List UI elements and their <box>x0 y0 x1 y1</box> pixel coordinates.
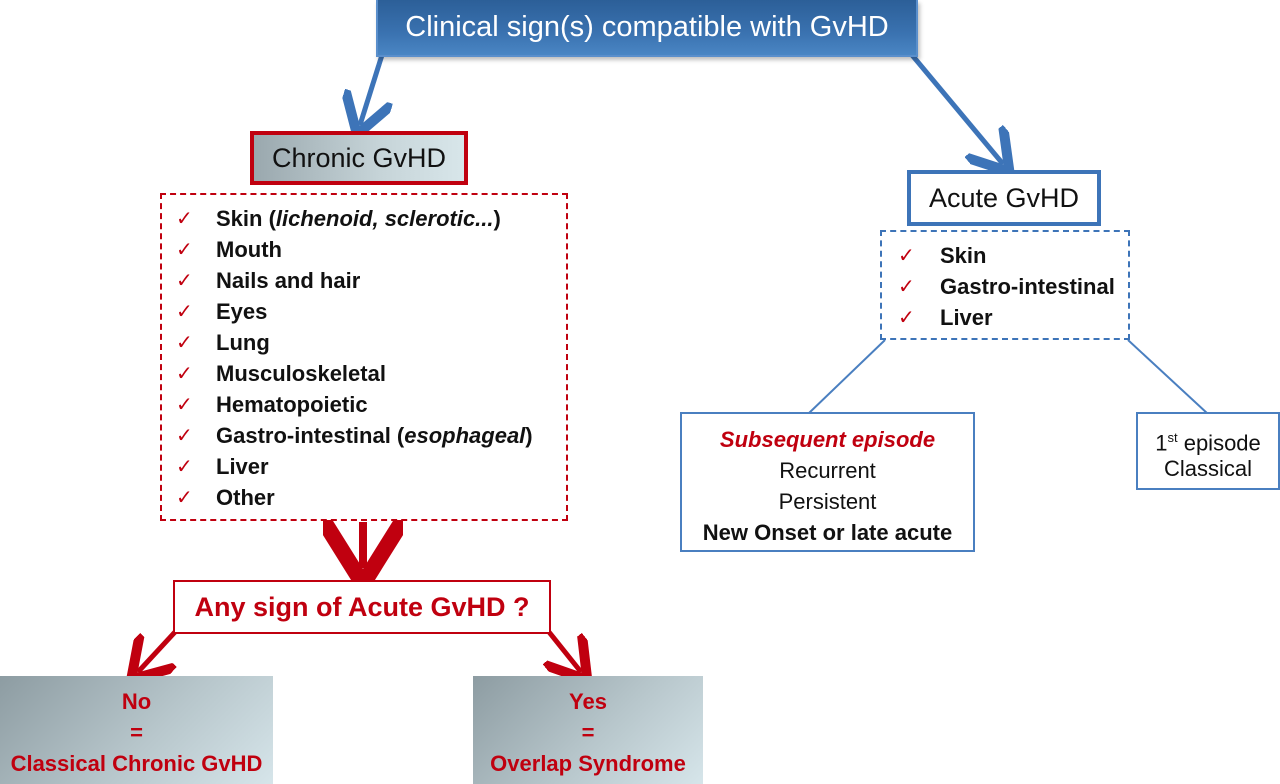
check-icon: ✓ <box>176 301 193 323</box>
check-icon: ✓ <box>176 425 193 447</box>
subsequent-line: Persistent <box>778 489 877 514</box>
first-episode-node: 1st episode Classical <box>1136 412 1280 490</box>
subsequent-line: New Onset or late acute <box>702 520 953 545</box>
check-icon: ✓ <box>176 456 193 478</box>
arrow-root-to-acute <box>910 53 1003 164</box>
question-label: Any sign of Acute GvHD ? <box>194 591 530 622</box>
check-icon: ✓ <box>176 270 193 292</box>
chronic-label: Chronic GvHD <box>271 142 447 173</box>
check-icon: ✓ <box>176 332 193 354</box>
subsequent-episode-node: Subsequent episode Recurrent Persistent … <box>680 412 975 552</box>
equals-label: = <box>581 720 595 745</box>
list-item: ✓Nails and hair <box>176 267 361 293</box>
equals-label: = <box>130 720 143 745</box>
root-label: Clinical sign(s) compatible with GvHD <box>405 11 889 43</box>
check-icon: ✓ <box>898 245 915 267</box>
chronic-gvhd-node: Chronic GvHD <box>250 131 468 185</box>
first-episode-classical: Classical <box>1163 456 1253 481</box>
list-item: ✓Musculoskeletal <box>176 360 386 386</box>
arrow-root-to-chronic <box>360 54 382 125</box>
check-icon: ✓ <box>176 239 193 261</box>
no-result-node: No = Classical Chronic GvHD <box>0 676 273 784</box>
list-item: ✓Liver <box>176 453 269 479</box>
list-item: ✓Skin <box>898 242 987 268</box>
acute-signs-list: ✓Skin ✓Gastro-intestinal ✓Liver <box>880 230 1130 340</box>
line-acute-to-first <box>1127 339 1209 415</box>
list-item: ✓Hematopoietic <box>176 391 368 417</box>
list-item: ✓Skin (lichenoid, sclerotic...) <box>176 205 501 231</box>
list-item: ✓Eyes <box>176 298 268 324</box>
check-icon: ✓ <box>898 307 915 329</box>
acute-label: Acute GvHD <box>928 182 1080 213</box>
check-icon: ✓ <box>898 276 915 298</box>
list-item: ✓Mouth <box>176 236 282 262</box>
subsequent-title: Subsequent episode <box>719 427 936 452</box>
list-item: ✓Lung <box>176 329 270 355</box>
no-label: No <box>121 689 152 714</box>
line-acute-to-subsequent <box>807 339 886 415</box>
first-episode-line: 1st episode <box>1155 430 1261 456</box>
check-icon: ✓ <box>176 208 193 230</box>
list-item: ✓Other <box>176 484 275 510</box>
subsequent-line: Recurrent <box>779 458 876 483</box>
check-icon: ✓ <box>176 394 193 416</box>
arrow-question-to-yes <box>549 630 581 672</box>
list-item: ✓Liver <box>898 304 993 330</box>
acute-gvhd-node: Acute GvHD <box>907 170 1101 226</box>
yes-label: Yes <box>569 689 607 714</box>
chronic-signs-list: ✓Skin (lichenoid, sclerotic...) ✓Mouth ✓… <box>160 193 568 521</box>
yes-result-node: Yes = Overlap Syndrome <box>473 676 703 784</box>
arrow-question-to-no <box>138 630 177 672</box>
question-node: Any sign of Acute GvHD ? <box>173 580 551 634</box>
classical-chronic-label: Classical Chronic GvHD <box>10 751 263 776</box>
check-icon: ✓ <box>176 363 193 385</box>
list-item: ✓Gastro-intestinal <box>898 273 1115 299</box>
overlap-syndrome-label: Overlap Syndrome <box>490 751 686 776</box>
list-item: ✓Gastro-intestinal (esophageal) <box>176 422 533 448</box>
check-icon: ✓ <box>176 487 193 509</box>
root-node: Clinical sign(s) compatible with GvHD <box>376 0 918 57</box>
